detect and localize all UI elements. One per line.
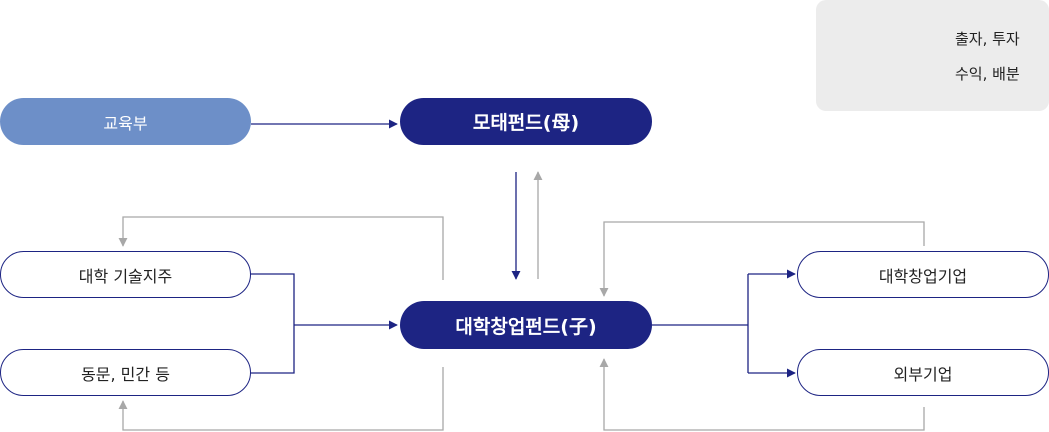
legend-box (816, 0, 1049, 111)
node-child-fund: 대학창업펀드(子) (400, 301, 652, 349)
node-university-holding: 대학 기술지주 (0, 251, 251, 298)
legend-investment-label: 출자, 투자 (955, 30, 1020, 48)
node-university-startup: 대학창업기업 (797, 251, 1049, 298)
arrow-return-from-external (599, 358, 925, 431)
node-external-company: 외부기업 (797, 349, 1049, 396)
legend-return-label: 수익, 배분 (955, 65, 1020, 83)
arrow-left-bracket-top (250, 273, 295, 374)
node-ministry-of-education: 교육부 (0, 98, 251, 145)
arrow-return-to-holding (118, 216, 444, 280)
node-alumni-private: 동문, 민간 등 (0, 349, 251, 396)
arrow-return-to-alumni (118, 367, 444, 431)
arrow-return-from-startup (599, 221, 925, 297)
node-parent-fund: 모태펀드(母) (400, 98, 652, 145)
